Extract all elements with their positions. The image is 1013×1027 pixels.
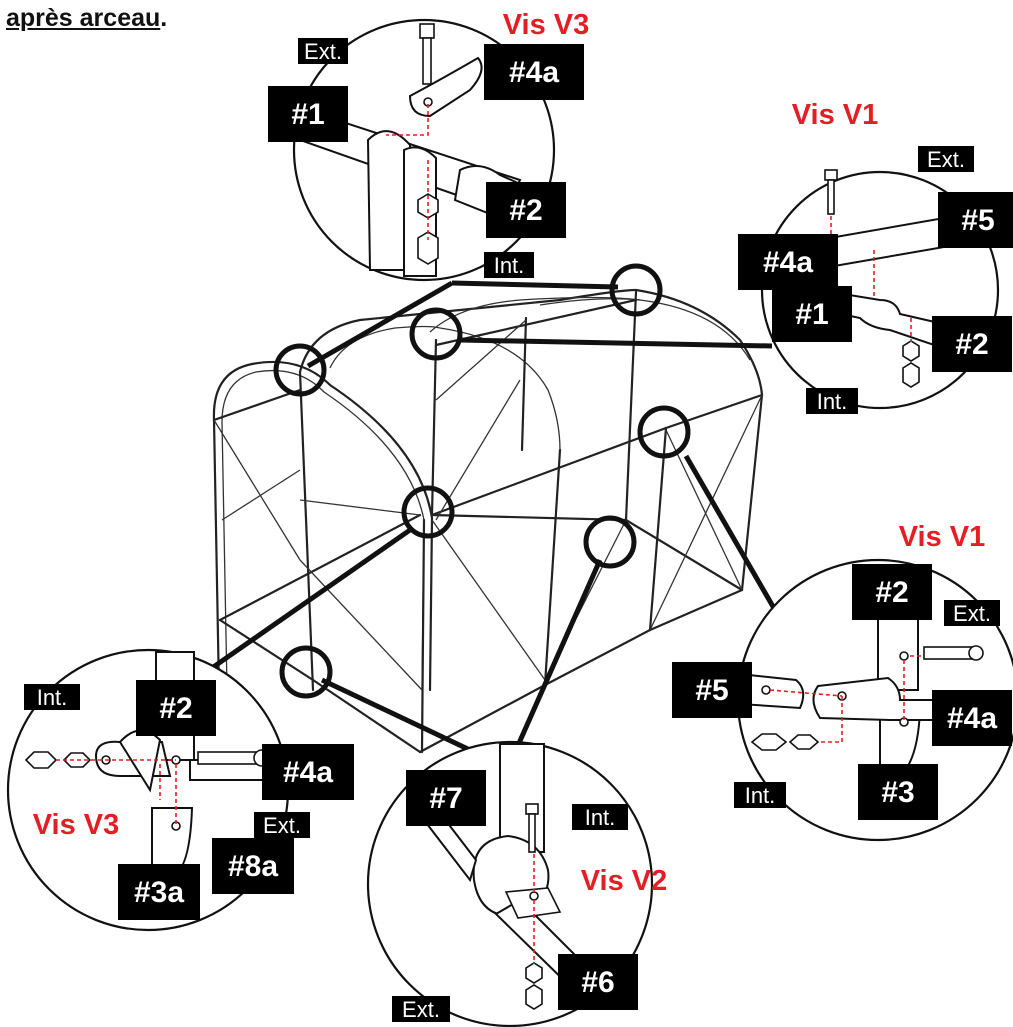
label-top-part-1: #1 [268, 86, 348, 142]
label-lower-right-int: Int. [734, 782, 786, 808]
svg-text:#7: #7 [429, 782, 462, 815]
svg-text:#6: #6 [581, 966, 614, 999]
ring-bottom-left [279, 645, 333, 699]
label-lower-left-part-4a: #4a [262, 744, 354, 800]
heading: après arceau. [6, 4, 167, 33]
label-top-part-4a: #4a [484, 44, 584, 100]
ring-right [637, 405, 691, 459]
label-bottom-part-7: #7 [406, 770, 486, 826]
svg-text:#4a: #4a [947, 702, 997, 735]
svg-text:#1: #1 [291, 98, 324, 131]
svg-text:#3: #3 [881, 776, 914, 809]
highlight-rings [273, 263, 691, 699]
label-lower-right-part-3: #3 [858, 764, 938, 820]
label-lower-left-screw: Vis V3 [33, 809, 120, 841]
heading-suffix: . [160, 4, 168, 32]
ring-top-left [273, 343, 327, 397]
detail-lower-right [736, 558, 1013, 842]
svg-text:Int.: Int. [37, 685, 68, 710]
label-upper-right-ext: Ext. [918, 146, 974, 172]
label-top-int: Int. [484, 252, 534, 278]
label-lower-right-part-5: #5 [672, 662, 752, 718]
svg-text:#2: #2 [509, 194, 542, 227]
svg-text:#1: #1 [795, 298, 828, 331]
label-upper-right-part-5: #5 [938, 192, 1013, 248]
svg-text:Int.: Int. [585, 805, 616, 830]
label-top-ext: Ext. [298, 38, 348, 64]
label-lower-left-int: Int. [24, 684, 80, 710]
svg-text:#5: #5 [961, 204, 994, 237]
svg-text:#4a: #4a [509, 56, 559, 89]
label-upper-right-part-1: #1 [772, 286, 852, 342]
svg-text:Ext.: Ext. [263, 813, 301, 838]
svg-text:Ext.: Ext. [304, 39, 342, 64]
label-bottom-int: Int. [572, 804, 628, 830]
label-lower-left-ext: Ext. [254, 812, 310, 838]
svg-text:#2: #2 [955, 328, 988, 361]
heading-text: après arceau [6, 4, 161, 32]
label-bottom-screw: Vis V2 [581, 865, 668, 897]
svg-text:#2: #2 [875, 576, 908, 609]
label-bottom-part-6: #6 [558, 954, 638, 1010]
label-lower-right-part-4a: #4a [932, 690, 1012, 746]
svg-text:Ext.: Ext. [953, 601, 991, 626]
svg-text:#4a: #4a [763, 246, 813, 279]
ring-top-right [609, 263, 663, 317]
svg-text:Ext.: Ext. [402, 997, 440, 1022]
svg-text:Int.: Int. [817, 389, 848, 414]
ring-center [401, 485, 455, 539]
svg-text:Int.: Int. [745, 783, 776, 808]
svg-text:Ext.: Ext. [927, 147, 965, 172]
label-lower-left-part-2: #2 [136, 680, 216, 736]
greenhouse-frame [212, 288, 764, 754]
label-top-screw: Vis V3 [503, 9, 590, 41]
svg-text:#2: #2 [159, 692, 192, 725]
label-upper-right-int: Int. [806, 388, 858, 414]
svg-text:#5: #5 [695, 674, 728, 707]
svg-text:#8a: #8a [228, 850, 278, 883]
label-lower-left-part-3a: #3a [118, 864, 200, 920]
label-upper-right-screw: Vis V1 [792, 99, 879, 131]
label-lower-right-screw: Vis V1 [899, 521, 986, 553]
label-upper-right-part-2: #2 [932, 316, 1012, 372]
svg-text:#3a: #3a [134, 876, 184, 909]
label-top-part-2: #2 [486, 182, 566, 238]
ring-center-right [583, 515, 637, 569]
svg-text:#4a: #4a [283, 756, 333, 789]
label-bottom-ext: Ext. [392, 996, 450, 1022]
label-lower-left-part-8a: #8a [212, 838, 294, 894]
ring-top-middle [409, 307, 463, 361]
label-lower-right-part-2: #2 [852, 564, 932, 620]
label-lower-right-ext: Ext. [944, 600, 1000, 626]
label-upper-right-part-4a: #4a [738, 234, 838, 290]
svg-text:Int.: Int. [494, 253, 525, 278]
